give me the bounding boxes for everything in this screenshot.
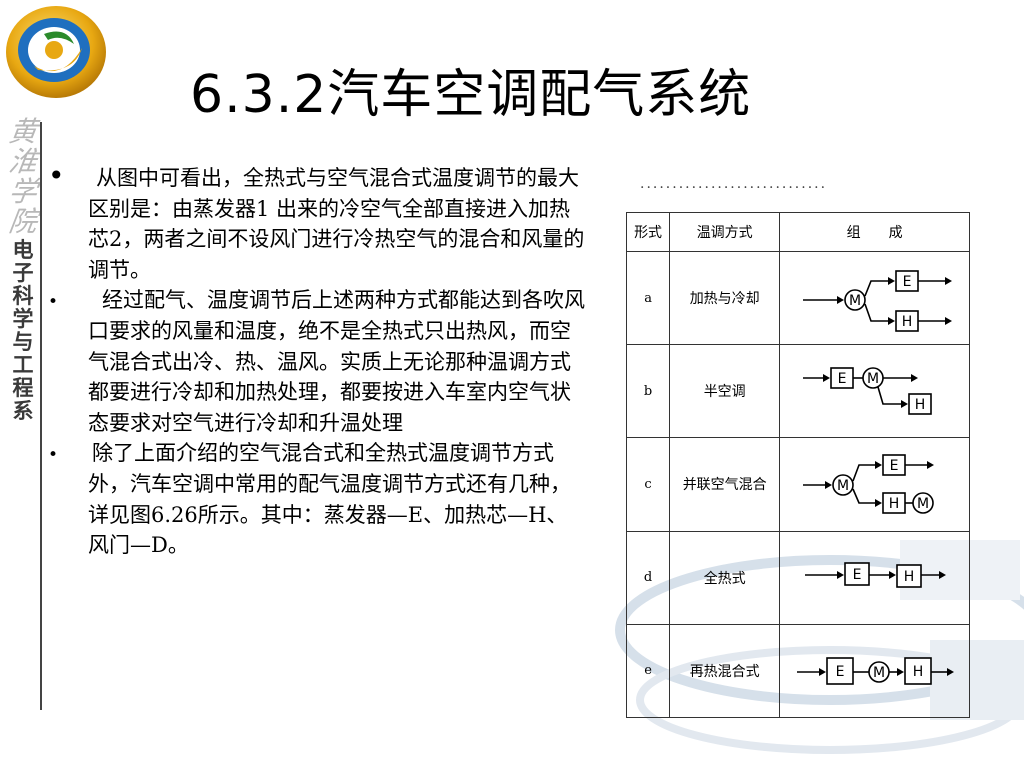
sidebar-dept-char: 程 bbox=[12, 375, 34, 400]
row-mode: 加热与冷却 bbox=[669, 250, 781, 346]
row-diagram: M E H M bbox=[779, 437, 970, 532]
evaporator-label: E bbox=[852, 567, 861, 583]
air-mixing-table-figure: 形式 温调方式 组 成 a 加热与冷却 M bbox=[625, 212, 970, 719]
bullet-item: • 经过配气、温度调节后上述两种方式都能达到各吹风口要求的风量和温度，绝不是全热… bbox=[48, 285, 588, 438]
bullet-list: • 从图中可看出，全热式与空气混合式温度调节的最大区别是：由蒸发器1 出来的冷空… bbox=[48, 159, 588, 561]
diagram-reheat: E M H bbox=[796, 657, 954, 685]
row-diagram: E M H bbox=[779, 344, 970, 439]
sidebar-divider bbox=[40, 122, 42, 710]
college-logo bbox=[6, 6, 106, 98]
table-row: e 再热混合式 E M H bbox=[625, 623, 970, 719]
air-mixing-table: 形式 温调方式 组 成 a 加热与冷却 M bbox=[625, 212, 970, 719]
bullet-dot-icon: • bbox=[48, 292, 59, 313]
bullet-text: 除了上面介绍的空气混合式和全热式温度调节方式外，汽车空调中常用的配气温度调节方式… bbox=[88, 441, 571, 558]
evaporator-label: E bbox=[902, 274, 911, 290]
row-diagram: E H bbox=[779, 530, 970, 625]
row-mode: 半空调 bbox=[669, 344, 781, 439]
row-diagram: E M H bbox=[779, 623, 970, 719]
row-form: b bbox=[625, 344, 671, 439]
header-form: 形式 bbox=[625, 212, 671, 252]
header-composition: 组 成 bbox=[779, 212, 970, 252]
header-mode: 温调方式 bbox=[669, 212, 781, 252]
bullet-text: 经过配气、温度调节后上述两种方式都能达到各吹风口要求的风量和温度，绝不是全热式只… bbox=[88, 288, 585, 435]
row-mode: 并联空气混合 bbox=[669, 437, 781, 532]
table-row: a 加热与冷却 M E H bbox=[625, 250, 970, 346]
row-form: d bbox=[625, 530, 671, 625]
sidebar-dept-char: 系 bbox=[12, 398, 34, 423]
slide-title: 6.3.2汽车空调配气系统 bbox=[190, 65, 752, 125]
table-header-row: 形式 温调方式 组 成 bbox=[625, 212, 970, 252]
heater-label: H bbox=[888, 496, 899, 512]
damper-label: M bbox=[837, 478, 849, 494]
sidebar-dept-char: 学 bbox=[12, 306, 34, 331]
sidebar-char: 院 bbox=[6, 205, 40, 238]
damper-label: M bbox=[873, 665, 885, 681]
sidebar-dept-char: 电 bbox=[12, 237, 34, 262]
damper-label: M bbox=[849, 293, 861, 309]
damper-label: M bbox=[917, 496, 929, 512]
heater-label: H bbox=[903, 569, 914, 585]
heater-label: H bbox=[901, 314, 912, 330]
row-mode: 全热式 bbox=[669, 530, 781, 625]
sidebar-char: 学 bbox=[6, 175, 40, 208]
heater-label: H bbox=[912, 664, 923, 680]
evaporator-label: E bbox=[889, 458, 898, 474]
sidebar-char: 淮 bbox=[6, 145, 40, 178]
sidebar-dept-char: 科 bbox=[12, 283, 34, 308]
row-diagram: M E H bbox=[779, 250, 970, 346]
table-row: b 半空调 E M bbox=[625, 344, 970, 439]
bullet-dot-icon: • bbox=[48, 445, 59, 466]
diagram-parallel-mix: M E H M bbox=[802, 454, 934, 515]
row-form: c bbox=[625, 437, 671, 532]
bullet-text: 从图中可看出，全热式与空气混合式温度调节的最大区别是：由蒸发器1 出来的冷空气全… bbox=[88, 166, 585, 282]
sidebar-dept-char: 工 bbox=[12, 352, 34, 377]
diagram-full-heat: E H bbox=[804, 561, 946, 588]
evaporator-label: E bbox=[837, 371, 846, 387]
bullet-dot-icon: • bbox=[48, 159, 65, 192]
table-caption-cutoff: ····························· bbox=[640, 184, 828, 196]
damper-label: M bbox=[867, 371, 879, 387]
table-row: d 全热式 E H bbox=[625, 530, 970, 625]
bullet-item: • 从图中可看出，全热式与空气混合式温度调节的最大区别是：由蒸发器1 出来的冷空… bbox=[48, 159, 588, 285]
diagram-series-branch: E M H bbox=[802, 367, 932, 416]
sidebar-dept-char: 子 bbox=[12, 260, 34, 285]
sidebar-char: 黄 bbox=[6, 115, 40, 148]
row-form: a bbox=[625, 250, 671, 346]
evaporator-label: E bbox=[835, 664, 844, 680]
sidebar-dept-char: 与 bbox=[12, 329, 34, 354]
row-form: e bbox=[625, 623, 671, 719]
heater-label: H bbox=[914, 397, 925, 413]
table-row: c 并联空气混合 M E H bbox=[625, 437, 970, 532]
bullet-item: • 除了上面介绍的空气混合式和全热式温度调节方式外，汽车空调中常用的配气温度调节… bbox=[48, 438, 588, 560]
diagram-parallel-split: M E H bbox=[802, 270, 952, 332]
row-mode: 再热混合式 bbox=[669, 623, 781, 719]
sidebar-college-name: 黄 淮 学 院 电 子 科 学 与 工 程 系 bbox=[6, 115, 40, 423]
